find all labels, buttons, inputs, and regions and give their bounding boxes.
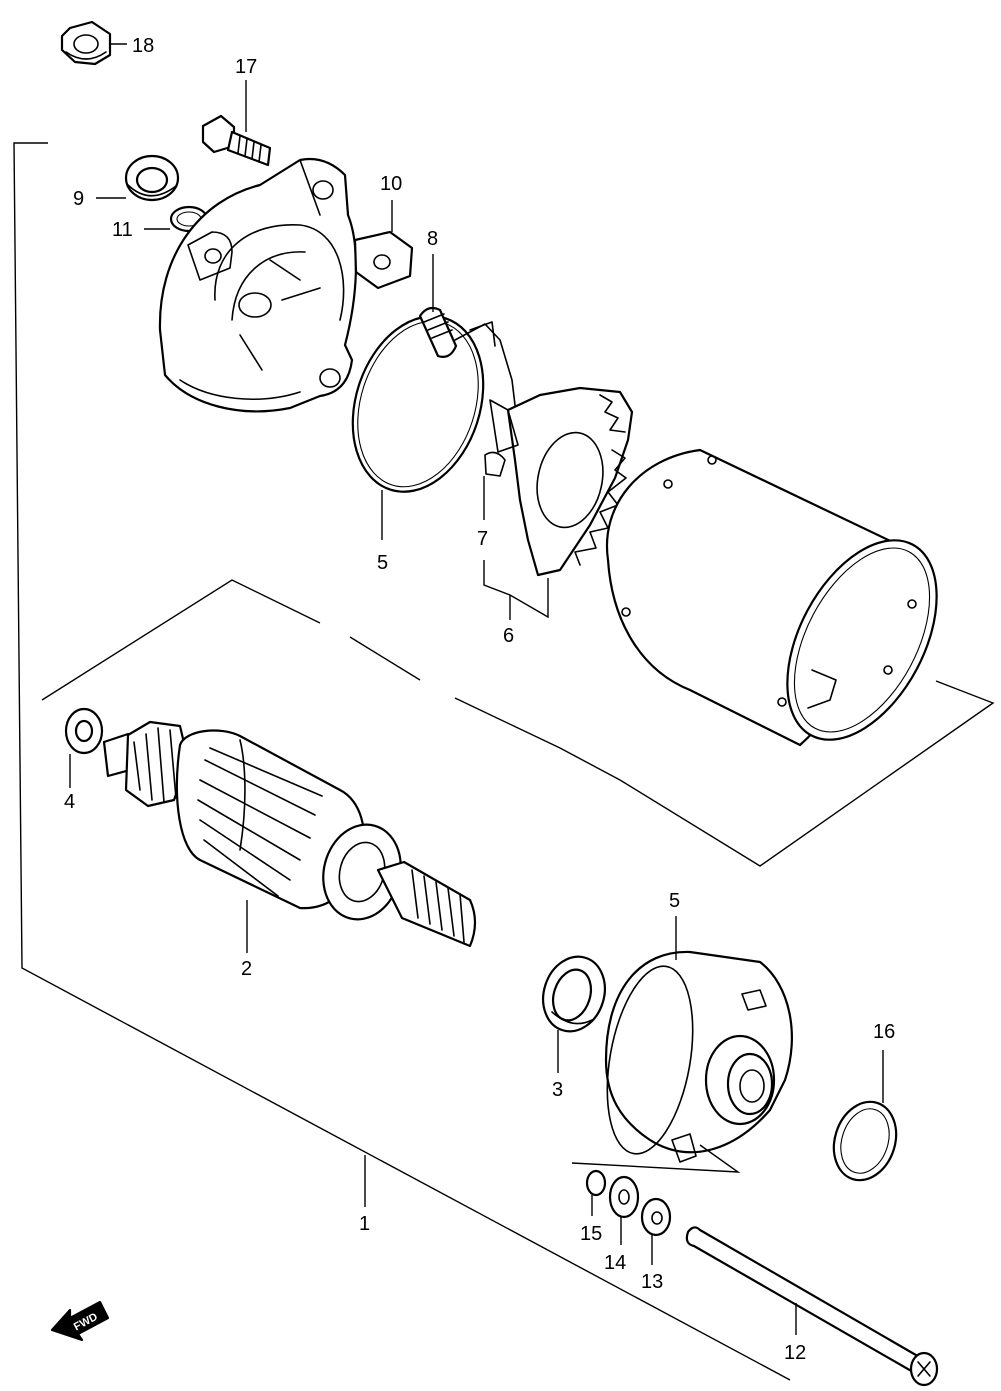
callout-18: 18 (132, 35, 154, 57)
fwd-arrow-icon: FWD (50, 1300, 110, 1342)
callout-13: 13 (641, 1271, 663, 1293)
callout-labels: 18 17 9 11 10 8 5 7 6 4 2 5 3 16 1 15 14… (64, 35, 895, 1364)
callout-7: 7 (477, 528, 488, 550)
callout-16: 16 (873, 1021, 895, 1043)
callout-9: 9 (73, 188, 84, 210)
callout-8: 8 (427, 228, 438, 250)
part-8-terminal-bolt (418, 306, 519, 431)
callout-14: 14 (604, 1252, 626, 1274)
part-12-through-bolt (685, 1226, 939, 1387)
part-5-o-ring-upper (351, 315, 485, 493)
part-14-washer (608, 1175, 640, 1219)
part-4-washer (64, 707, 104, 755)
part-3-oil-seal (542, 955, 606, 1033)
part-5-front-cover (604, 950, 793, 1163)
part-9-oil-seal (124, 154, 180, 202)
part-6-brush-holder-plate (484, 386, 634, 577)
callout-4: 4 (64, 791, 75, 813)
rear-housing-cover (158, 157, 358, 413)
callout-6: 6 (503, 625, 514, 647)
part-15-o-ring (585, 1169, 607, 1197)
callout-17: 17 (235, 56, 257, 78)
assembly-bracket-frame (13, 142, 791, 1381)
callout-10: 10 (380, 173, 402, 195)
callout-11: 11 (112, 219, 133, 241)
part-18-flange-nut (60, 20, 112, 66)
armature-group-outline (41, 579, 995, 867)
callout-15: 15 (580, 1223, 602, 1245)
callout-12: 12 (784, 1342, 806, 1364)
callout-5-lower: 5 (669, 890, 680, 912)
yoke-housing (605, 448, 938, 747)
part-16-o-ring (832, 1100, 898, 1182)
callout-1: 1 (359, 1213, 370, 1235)
callout-2: 2 (241, 958, 252, 980)
part-13-washer (640, 1197, 672, 1237)
callout-3: 3 (552, 1079, 563, 1101)
part-2-armature (102, 720, 477, 948)
part-17-bolt (201, 114, 272, 167)
callout-5-upper: 5 (377, 552, 388, 574)
part-10-terminal-plate (353, 230, 414, 290)
leader-lines (69, 43, 884, 1335)
washer-group-bracket (571, 1144, 741, 1173)
